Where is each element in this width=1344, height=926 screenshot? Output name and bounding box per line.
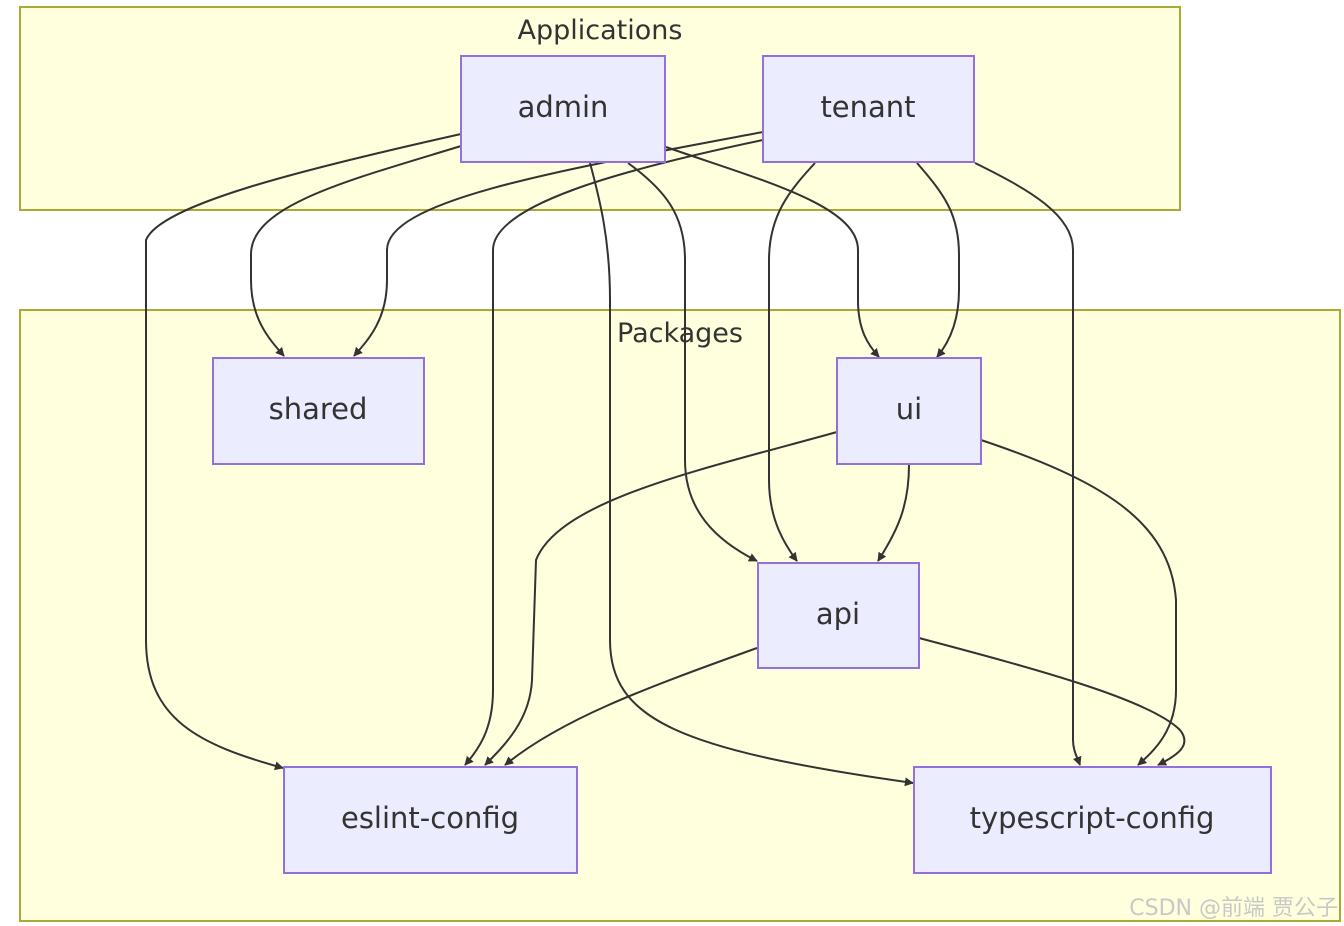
edge-ui-api (877, 464, 910, 562)
cluster-packages-label: Packages (617, 318, 743, 349)
edge-admin-shared (249, 145, 462, 357)
edge-tenant-ui (916, 162, 960, 358)
edge-ui-eslint-config (484, 431, 838, 766)
node-admin-label: admin (518, 90, 609, 124)
edge-tenant-eslint-config (464, 139, 764, 766)
node-admin: admin (460, 55, 666, 163)
edge-tenant-typescript-config (974, 162, 1082, 766)
node-ui-label: ui (896, 392, 922, 426)
edge-admin-eslint-config (145, 133, 462, 771)
edge-admin-ui (665, 146, 880, 358)
edge-api-eslint-config (504, 647, 758, 766)
edge-admin-api (627, 162, 758, 562)
node-typescript-config-label: typescript-config (970, 801, 1215, 835)
edges (145, 131, 1186, 787)
node-shared: shared (212, 357, 425, 465)
node-typescript-config: typescript-config (913, 766, 1272, 874)
node-eslint-config-label: eslint-config (341, 801, 519, 835)
edge-ui-typescript-config (980, 439, 1177, 766)
node-shared-label: shared (269, 392, 368, 426)
node-api: api (757, 562, 920, 669)
cluster-applications-label: Applications (518, 15, 683, 46)
node-tenant: tenant (762, 55, 975, 163)
watermark-text: CSDN @前端 贾公子 (1129, 896, 1338, 921)
node-tenant-label: tenant (820, 90, 915, 124)
edge-admin-typescript-config (589, 162, 914, 787)
edge-api-typescript-config (918, 637, 1186, 766)
node-ui: ui (836, 357, 982, 465)
node-api-label: api (816, 597, 860, 631)
edge-tenant-api (768, 162, 816, 562)
node-eslint-config: eslint-config (283, 766, 578, 874)
